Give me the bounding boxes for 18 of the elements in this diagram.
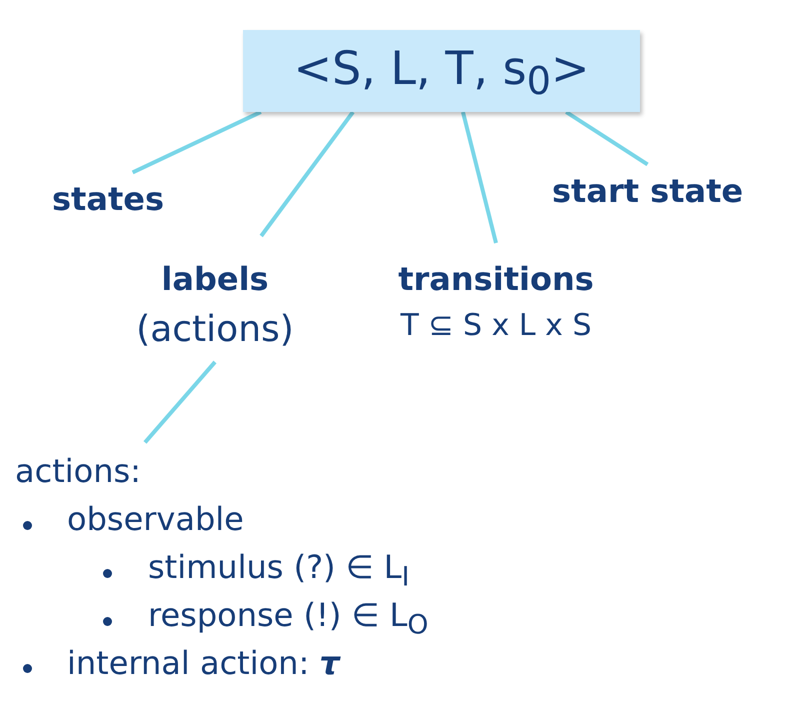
leader-line (461, 112, 498, 244)
leader-line (260, 110, 355, 238)
list-item: observable (67, 500, 244, 538)
label-note: (actions) (136, 308, 294, 352)
formula-text: T ⊆ S x L x S (400, 308, 592, 344)
tuple-box (243, 30, 640, 112)
list-heading: actions: (15, 452, 141, 490)
label-text: labels (161, 260, 269, 298)
tuple-text: <S, L, T, s$_{0}$> (293, 41, 590, 106)
label-text: transitions (398, 260, 594, 298)
leader-line (132, 110, 262, 174)
label-text: start state (552, 172, 744, 210)
leader-line (143, 360, 217, 444)
list-item: internal action: τ (67, 644, 340, 682)
leader-line (565, 110, 649, 166)
list-item: stimulus (?) ∈ L$_{I}$ (148, 548, 410, 594)
list-item: response (!) ∈ L$_{O}$ (148, 596, 428, 642)
label-text: states (52, 180, 164, 218)
